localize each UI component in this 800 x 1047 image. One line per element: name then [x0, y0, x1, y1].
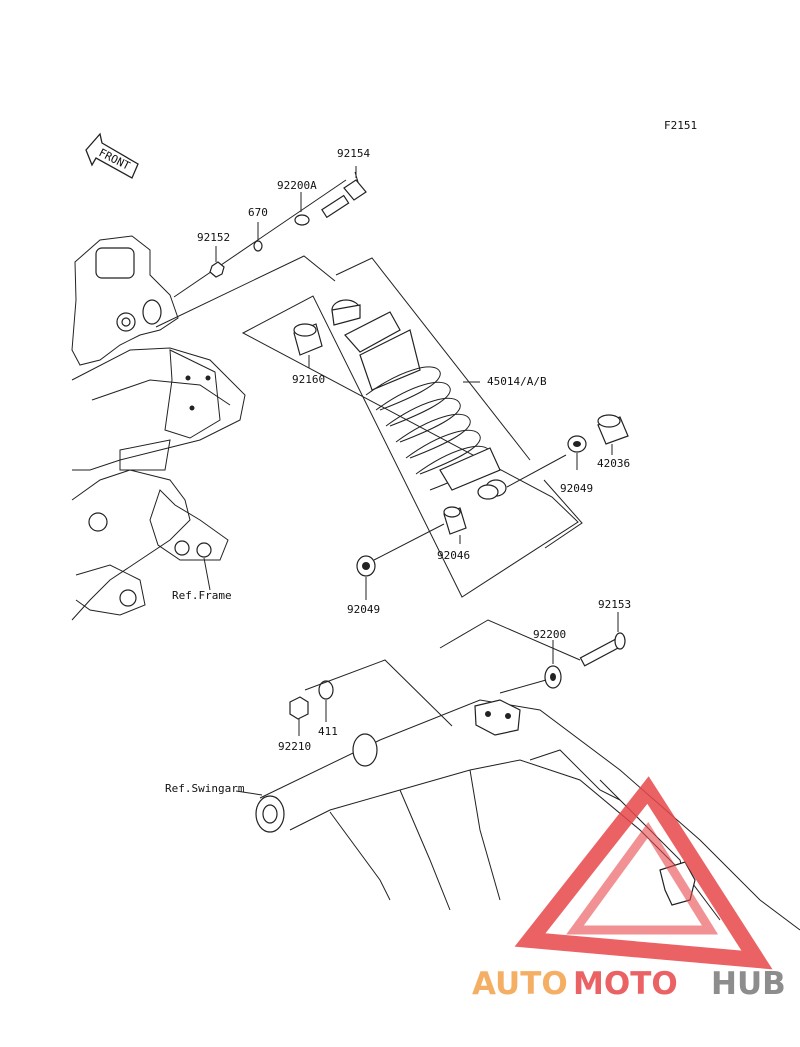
ref-frame-label: Ref.Frame: [172, 589, 232, 602]
label-92210: 92210: [278, 740, 311, 753]
label-92154: 92154: [337, 147, 370, 160]
label-45014: 45014/A/B: [487, 375, 547, 388]
watermark-moto: MOTO: [573, 966, 678, 1002]
watermark-logo: AUTO MOTO HUB: [472, 776, 786, 1002]
label-92046: 92046: [437, 549, 470, 562]
bolt-92153: [579, 632, 626, 667]
frame-drawing: [71, 235, 246, 621]
oring-670: [253, 240, 263, 252]
label-42036: 42036: [597, 457, 630, 470]
watermark-auto: AUTO: [472, 966, 568, 1002]
diagram-code: F2151: [664, 119, 697, 132]
shock-callout-line-a: [155, 255, 336, 328]
front-arrow-icon: FRONT: [85, 132, 139, 179]
shock-absorber-45014: [331, 299, 507, 500]
label-92049-right: 92049: [560, 482, 593, 495]
label-92049-left: 92049: [347, 603, 380, 616]
label-92200: 92200: [533, 628, 566, 641]
bolt-92154: [321, 171, 367, 219]
nut-92210: [289, 696, 309, 720]
label-670: 670: [248, 206, 268, 219]
label-92153: 92153: [598, 598, 631, 611]
label-92152: 92152: [197, 231, 230, 244]
watermark-hub: HUB: [711, 966, 786, 1002]
label-92160: 92160: [292, 373, 325, 386]
upper-mount-line: [173, 179, 347, 298]
ref-swingarm-label: Ref.Swingarm: [165, 782, 245, 795]
washer-92200a: [294, 214, 310, 226]
shock-callout-line-b: [335, 257, 531, 461]
swingarm-nut-line: [304, 659, 453, 727]
washer-411: [318, 680, 334, 700]
bearing-92046: [443, 506, 467, 535]
collar-42036: [597, 414, 629, 445]
shock-callout-line-c: [543, 479, 583, 549]
label-92200a: 92200A: [277, 179, 317, 192]
swingarm-mount-line: [439, 619, 581, 661]
label-411: 411: [318, 725, 338, 738]
bushing-92160: [293, 323, 323, 356]
nut-92152: [209, 261, 225, 278]
